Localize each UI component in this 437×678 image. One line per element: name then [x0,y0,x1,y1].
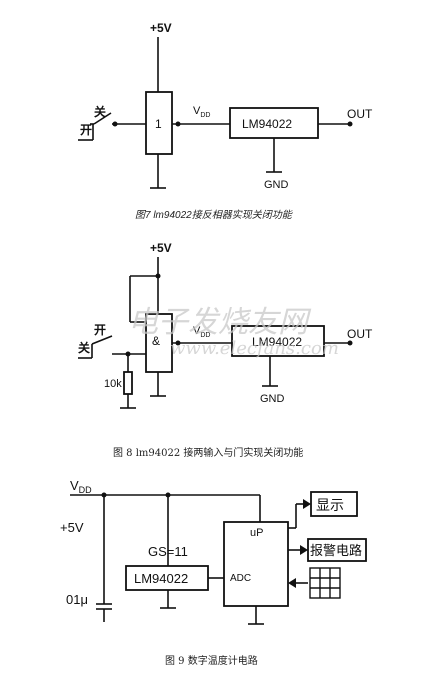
fig8-resistor-label: 10k [104,378,122,390]
fig7-vcc-label: +5V [150,21,172,35]
fig8-gnd-label: GND [260,393,285,405]
fig7-out-label: OUT [347,107,373,121]
fig8-caption: 图 8 lm94022 接两输入与门实现关闭功能 [113,446,303,459]
figure-7: +5V 1 关 开 VDD LM94022 OUT GND 图7 lm94022… [78,21,373,221]
fig9-microcontroller [223,521,289,607]
fig9-caption: 图 9 数字温度计电路 [165,654,258,667]
fig8-switch-off-label: 关 [78,340,90,355]
fig9-adc-label: ADC [230,573,251,584]
fig8-lm94022-box [231,325,325,357]
fig8-out-label: OUT [347,327,373,341]
fig9-supply-label: +5V [60,520,84,535]
fig7-lm94022-label: LM94022 [242,117,292,131]
watermark-en: www.elecfans.com [170,338,339,359]
fig7-vdd-label: VDD [193,105,210,119]
fig9-keypad-icon [309,567,341,599]
fig9-cap-label: 01μ [66,592,88,607]
fig7-inverter [145,91,173,155]
fig8-resistor [123,371,133,395]
fig8-vcc-label: +5V [150,241,172,255]
figure-9: VDD +5V 01μ GS=11 LM94022 uP ADC 显示 报警 [60,478,367,667]
fig7-gate-label: 1 [155,117,162,131]
fig7-gnd-label: GND [264,179,289,191]
fig8-switch-on-label: 开 [94,323,106,337]
watermark: 电子发烧友网 www.elecfans.com [128,305,339,359]
fig9-alarm-label: 报警电路 [310,543,362,558]
fig9-alarm-box [307,538,367,562]
fig8-lm94022-label: LM94022 [252,335,302,349]
fig7-lm94022-box [229,107,319,139]
fig7-switch-node [112,121,118,127]
fig7-out-node [347,121,353,127]
fig9-display-label: 显示 [316,497,344,513]
fig8-and-gate [145,313,173,373]
fig8-gate-label: & [152,334,160,348]
fig9-vdd-label: VDD [70,478,92,495]
fig9-up-label: uP [250,527,263,539]
fig9-lm94022-label: LM94022 [134,571,188,586]
figure-8: +5V & 开 关 10k VDD LM94022 OUT GND [78,241,373,459]
fig9-gain-label: GS=11 [148,544,188,559]
fig7-switch-on-label: 开 [80,123,92,137]
fig7-switch-off-label: 关 [94,104,106,119]
watermark-cn: 电子发烧友网 [128,305,312,340]
fig7-caption: 图7 lm94022接反相器实现关闭功能 [135,209,293,221]
fig9-display-box [310,491,358,517]
fig8-vdd-label: VDD [193,325,210,339]
fig7-vdd-node [175,121,181,127]
